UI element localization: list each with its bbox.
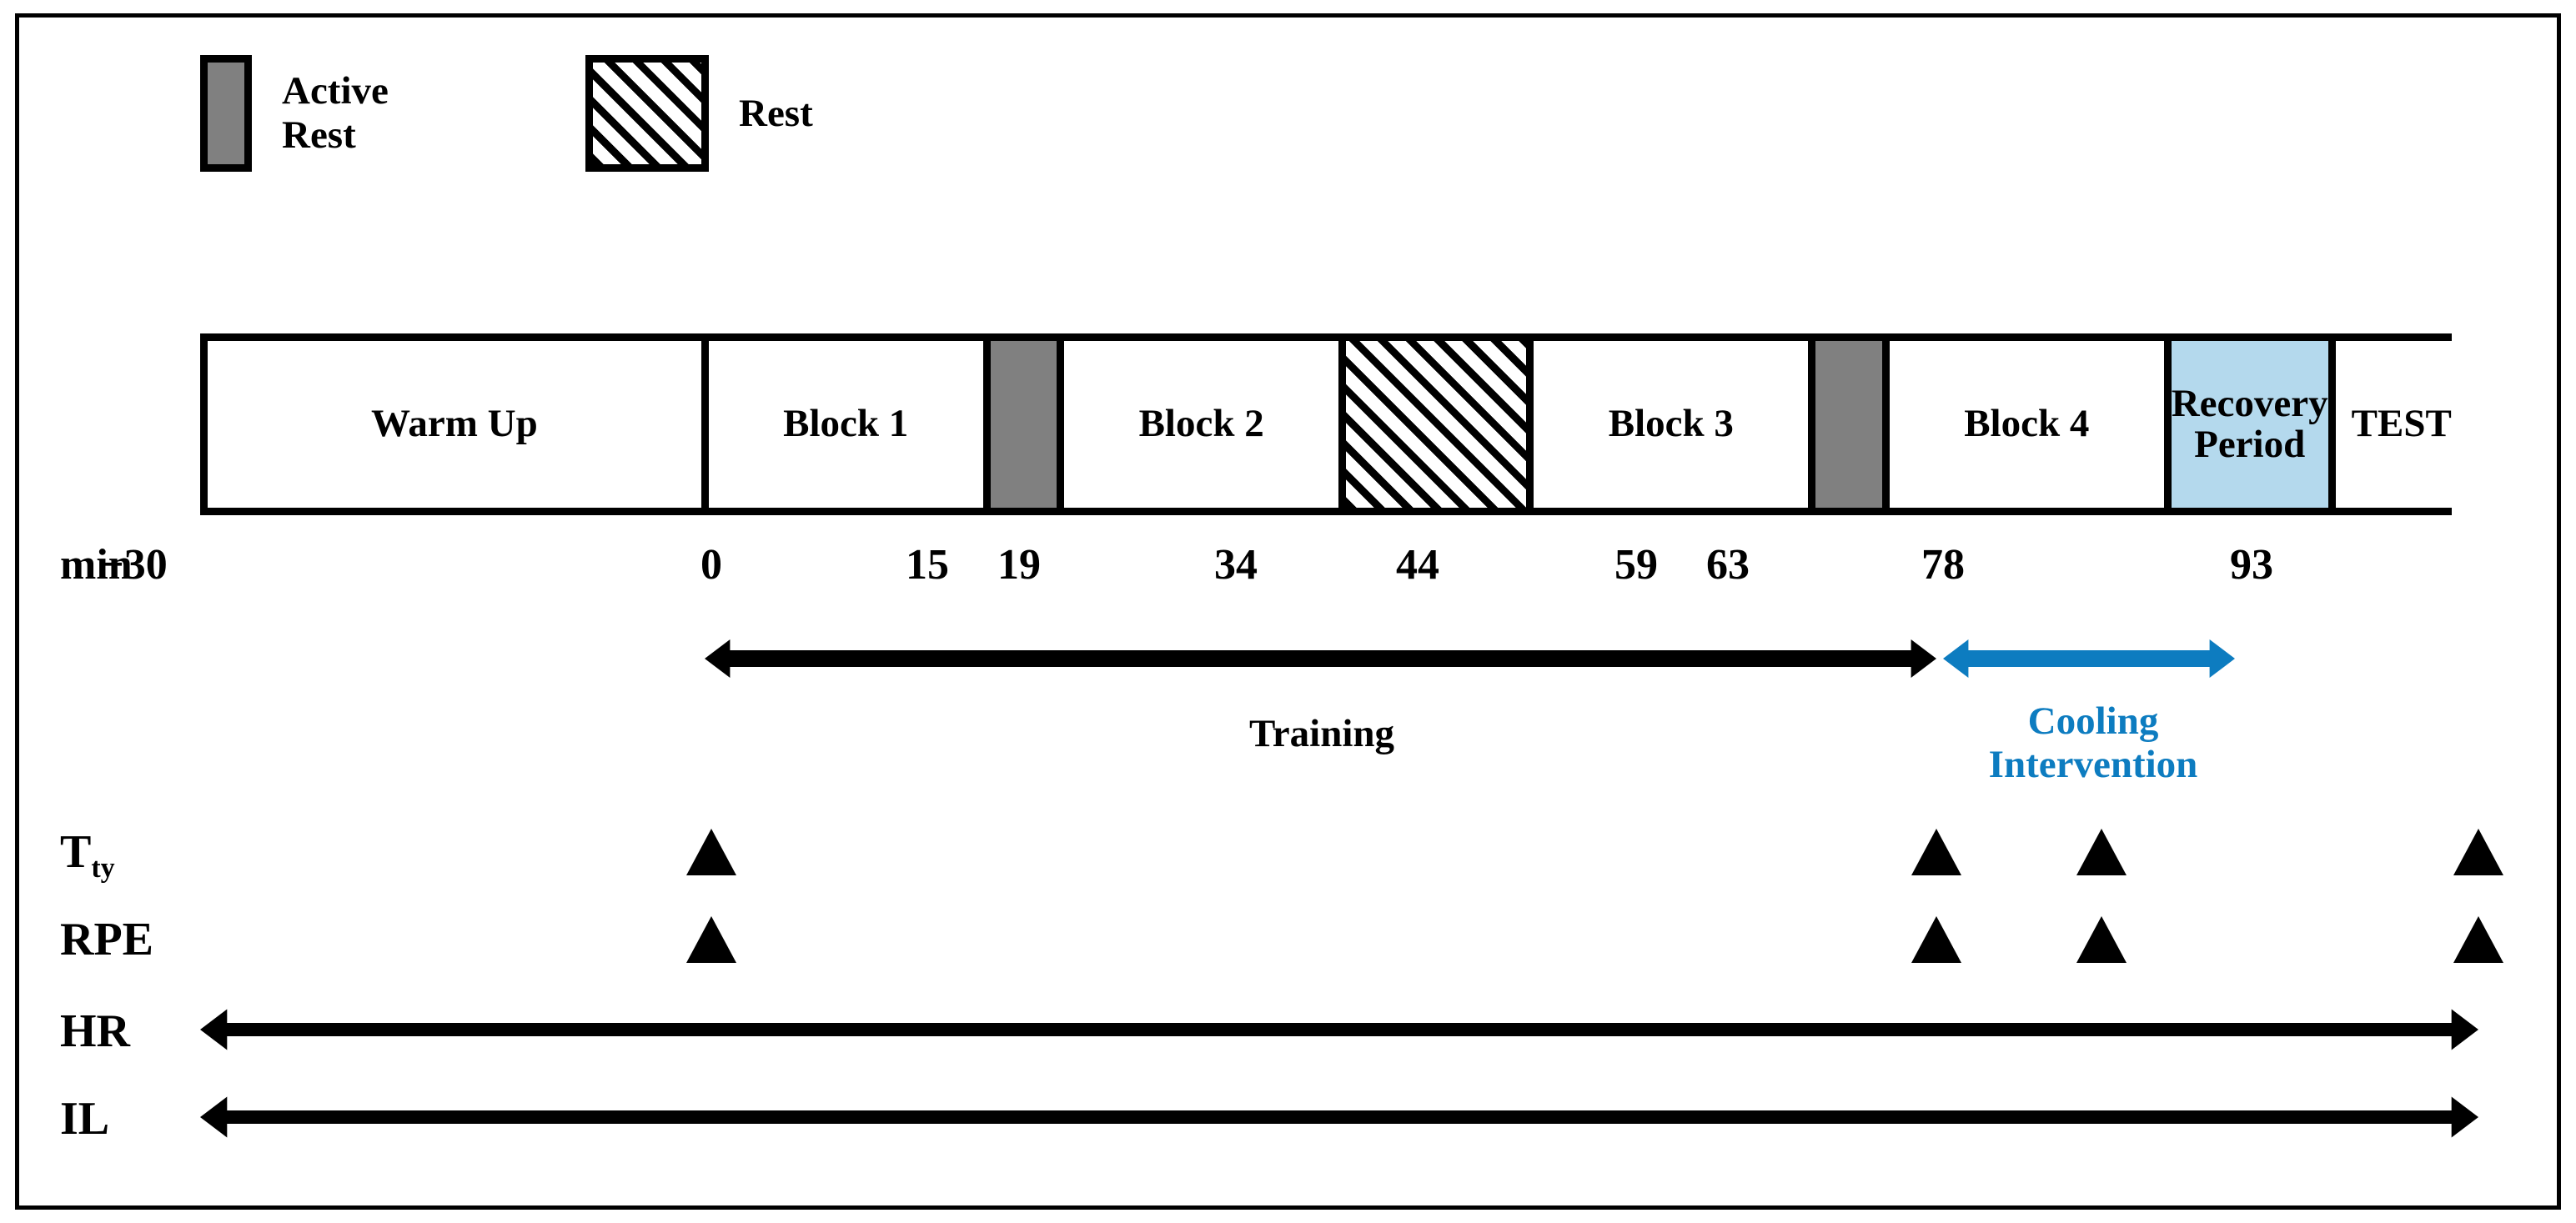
active-rest-swatch-icon <box>200 55 252 172</box>
axis-tick-label: 44 <box>1396 541 1439 589</box>
axis-tick-label: 15 <box>906 541 949 589</box>
legend-item-active-rest: Active Rest <box>200 55 389 172</box>
timeline-segment-active-rest-1 <box>990 341 1065 508</box>
measure-label-heart-rate: HR <box>60 1005 130 1058</box>
time-axis: min −30 0 15 19 34 44 59 63 78 93 <box>0 540 2576 599</box>
timeline-segment-label: Block 4 <box>1964 402 2090 446</box>
timeline-bar: Warm Up Block 1 Block 2 Block 3 Block 4 Recov… <box>200 333 2468 515</box>
measure-label-tympanic-temperature: Tty <box>60 825 115 884</box>
axis-tick-label: −30 <box>99 541 168 589</box>
figure-border <box>15 13 2561 1210</box>
measure-label-text: IL <box>60 1093 110 1145</box>
timeline-segment-test: TEST <box>2335 341 2468 508</box>
axis-tick-label: 59 <box>1614 541 1658 589</box>
legend-item-rest: Rest <box>585 55 813 172</box>
legend-label-active-rest: Active Rest <box>282 69 389 157</box>
measure-label-internal-load: IL <box>60 1092 109 1145</box>
timeline-segment-label: Recovery Period <box>2171 381 2328 466</box>
measurement-marker-triangle-icon <box>1911 829 1961 875</box>
timeline-segment-rest <box>1346 341 1534 508</box>
measure-label-rating-of-perceived-exertion: RPE <box>60 913 153 966</box>
measurement-marker-triangle-icon <box>2076 829 2127 875</box>
timeline-segment-label: Block 1 <box>783 402 909 446</box>
timeline-segment-label: Block 2 <box>1138 402 1264 446</box>
axis-tick-label: 78 <box>1921 541 1965 589</box>
cooling-intervention-span-label: Cooling Intervention <box>1988 699 2198 786</box>
measurement-marker-triangle-icon <box>686 916 736 963</box>
axis-tick-label: 63 <box>1706 541 1750 589</box>
timeline-segment-recovery: Recovery Period <box>2171 341 2336 508</box>
measure-label-text: RPE <box>60 914 153 965</box>
legend-label-rest: Rest <box>739 91 813 135</box>
measurement-marker-triangle-icon <box>2076 916 2127 963</box>
timeline-segment-warm-up: Warm Up <box>208 341 709 508</box>
measurement-marker-triangle-icon <box>2453 916 2503 963</box>
measurement-marker-triangle-icon <box>686 829 736 875</box>
timeline-segment-block-1: Block 1 <box>708 341 991 508</box>
timeline-segment-label: Block 3 <box>1608 402 1734 446</box>
training-span-label: Training <box>1248 712 1395 755</box>
timeline-segment-label: Warm Up <box>371 402 538 446</box>
timeline-segment-label: TEST <box>2351 402 2452 446</box>
axis-tick-label: 93 <box>2230 541 2273 589</box>
measurement-marker-triangle-icon <box>2453 829 2503 875</box>
measure-label-text: T <box>60 826 92 878</box>
rest-swatch-icon <box>585 55 709 172</box>
timeline-segment-active-rest-2 <box>1815 341 1890 508</box>
axis-tick-label: 0 <box>700 541 722 589</box>
timeline-segment-block-3: Block 3 <box>1534 341 1816 508</box>
measure-label-subscript: ty <box>91 853 115 884</box>
measure-label-text: HR <box>60 1005 130 1057</box>
axis-tick-label: 19 <box>997 541 1041 589</box>
timeline-segment-block-4: Block 4 <box>1889 341 2172 508</box>
axis-tick-label: 34 <box>1214 541 1258 589</box>
timeline-segment-block-2: Block 2 <box>1064 341 1347 508</box>
axis-unit-label: min <box>60 541 133 589</box>
measurement-marker-triangle-icon <box>1911 916 1961 963</box>
